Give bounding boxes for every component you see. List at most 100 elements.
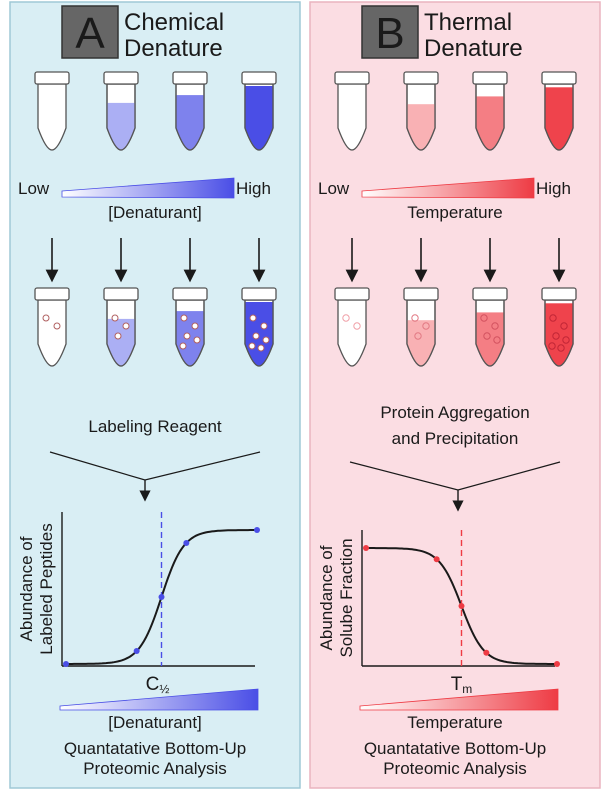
panel-title-line2: Denature: [424, 35, 523, 62]
midpoint-label: C½: [146, 674, 170, 696]
curve-marker-5: [254, 527, 260, 534]
analysis-label-line1: Quantatative Bottom-Up: [364, 739, 546, 758]
x-gradient-wedge: [359, 688, 559, 711]
tube-cap: [103, 287, 139, 301]
protein-particle: [180, 314, 188, 322]
panel-letter-box: [61, 5, 119, 59]
tube-body: [37, 83, 67, 151]
tube-cap: [241, 287, 277, 301]
protein-particle: [114, 332, 122, 340]
tube-outline: [175, 83, 205, 151]
protein-particle: [111, 314, 119, 322]
tube-outline: [106, 299, 136, 367]
aggregate-particle: [562, 336, 570, 344]
aggregate-particle: [548, 342, 556, 350]
tube-cap: [34, 287, 70, 301]
analysis-label-line2: Proteomic Analysis: [383, 759, 527, 778]
curve-marker-1: [363, 545, 369, 552]
panel-letter: A: [75, 9, 105, 58]
y-axis-label-line2: Solube Fraction: [337, 538, 356, 657]
top-row-tube-3: [472, 71, 508, 151]
curve-marker-2: [433, 556, 440, 563]
x-axis-label: [Denaturant]: [108, 713, 202, 732]
panel-letter: B: [375, 9, 404, 58]
protein-particle: [122, 322, 130, 330]
tube-cap: [241, 71, 277, 85]
aggregate-particle: [493, 336, 501, 344]
protein-particle: [257, 344, 265, 352]
aggregate-particle: [414, 332, 422, 340]
process-label-line2: and Precipitation: [392, 429, 519, 448]
tube-cap: [172, 287, 208, 301]
curve-marker-3: [458, 603, 465, 609]
tube-cap: [403, 287, 439, 301]
tube-body: [337, 83, 367, 151]
aggregate-particle: [422, 322, 430, 330]
tube-outline: [244, 83, 274, 151]
aggregate-particle: [480, 314, 488, 322]
bottom-row-tube-1: [334, 287, 370, 367]
gradient-low-label: Low: [18, 179, 50, 198]
bottom-row-tube-4: [541, 287, 577, 367]
curve-marker-3: [158, 594, 165, 600]
tube-outline: [475, 299, 505, 367]
tube-body: [337, 299, 367, 367]
curve-marker-4: [183, 539, 190, 546]
protein-particle: [183, 332, 191, 340]
bottom-row-tube-4: [241, 287, 277, 367]
tube-outline: [475, 83, 505, 151]
gradient-wedge: [61, 177, 235, 199]
tube-cap: [472, 287, 508, 301]
aggregate-particle: [560, 322, 568, 330]
aggregate-particle: [353, 322, 361, 330]
y-axis-label-line1: Abundance of: [17, 536, 36, 641]
aggregate-particle: [491, 322, 499, 330]
tube-outline: [244, 299, 274, 367]
midpoint-label: Tm: [451, 674, 473, 696]
tube-cap: [334, 287, 370, 301]
bottom-row-tube-1: [34, 287, 70, 367]
protein-particle: [179, 342, 187, 350]
tube-cap: [472, 71, 508, 85]
tube-cap: [103, 71, 139, 85]
protein-particle: [42, 314, 50, 322]
top-row-tube-2: [103, 71, 139, 151]
protein-particle: [248, 342, 256, 350]
tube-cap: [172, 71, 208, 85]
top-row-tube-1: [334, 71, 370, 151]
curve-marker-1: [63, 660, 69, 667]
gradient-axis-label: Temperature: [407, 203, 502, 222]
y-axis-label-line1: Abundance of: [317, 545, 336, 650]
tube-outline: [406, 83, 436, 151]
tube-outline: [106, 83, 136, 151]
top-row-tube-4: [241, 71, 277, 151]
gradient-high-label: High: [536, 179, 571, 198]
top-row-tube-1: [34, 71, 70, 151]
aggregate-particle: [411, 314, 419, 322]
curve-marker-4: [483, 649, 490, 656]
analysis-label-line1: Quantatative Bottom-Up: [64, 739, 246, 758]
gradient-low-label: Low: [318, 179, 350, 198]
tube-cap: [334, 71, 370, 85]
protein-particle: [262, 336, 270, 344]
aggregate-particle: [483, 332, 491, 340]
bottom-row-tube-3: [472, 287, 508, 367]
panel-title-line2: Denature: [124, 35, 223, 62]
aggregate-particle: [557, 344, 565, 352]
curve-marker-5: [554, 660, 560, 667]
tube-cap: [34, 71, 70, 85]
tube-cap: [541, 287, 577, 301]
tube-cap: [541, 71, 577, 85]
protein-particle: [260, 322, 268, 330]
process-label-line1: Protein Aggregation: [380, 403, 529, 422]
x-gradient-wedge: [59, 688, 259, 711]
x-axis-label: Temperature: [407, 713, 502, 732]
tube-outline: [544, 299, 574, 367]
process-label-line1: Labeling Reagent: [88, 417, 222, 436]
gradient-axis-label: [Denaturant]: [108, 203, 202, 222]
protein-particle: [249, 314, 257, 322]
curve-marker-2: [133, 648, 140, 655]
